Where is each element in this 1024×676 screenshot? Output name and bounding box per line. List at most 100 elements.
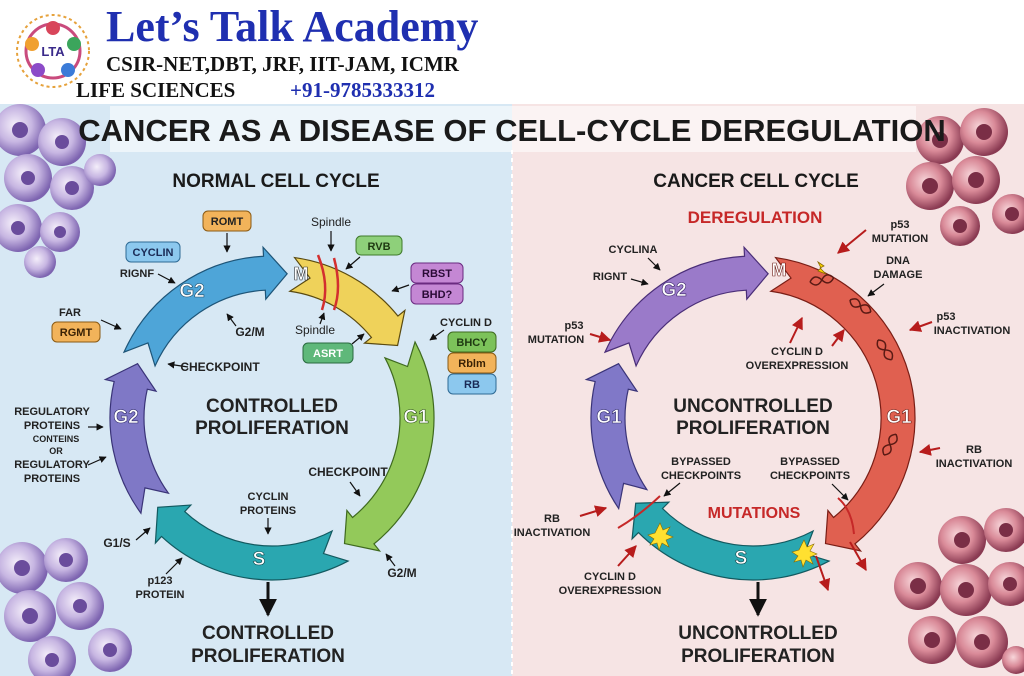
cancer-cycle-title: CANCER CELL CYCLE — [653, 171, 859, 192]
cancer-phase-m-label: M — [772, 260, 787, 280]
svg-text:PROTEINS: PROTEINS — [24, 420, 80, 432]
label-p53-mutation-top-2: MUTATION — [872, 233, 928, 245]
arrow-rbst — [391, 284, 410, 293]
normal-bottom-line-2: PROLIFERATION — [191, 646, 345, 667]
logo-emblem: LTA — [16, 14, 90, 88]
label-p53-mutation-left-2: MUTATION — [528, 334, 584, 346]
label-cyclina: CYCLINA — [609, 244, 658, 256]
svg-text:RVB: RVB — [367, 241, 390, 253]
arrow-cyclin-d-over-top-2 — [831, 329, 845, 347]
label-regulatory-proteins: REGULATORY PROTEINS CONTEINS OR REGULATO… — [14, 406, 90, 485]
arrow-g1s — [135, 527, 151, 541]
arrow-asrt — [351, 333, 365, 345]
badge-rvb: RVB — [355, 235, 403, 256]
label-rb-inactivation-right-2: INACTIVATION — [936, 458, 1013, 470]
arrow-p53-inactivation — [908, 320, 933, 332]
label-rb-inactivation-left: RB — [544, 513, 560, 525]
normal-phase-g2-top-arc — [122, 245, 288, 368]
arrow-rb-inactivation-left — [579, 505, 608, 517]
academy-logo: LTA — [10, 8, 96, 94]
arrow-rignf — [157, 273, 176, 284]
label-dna-damage: DNA — [886, 255, 910, 267]
dna-helix-icon-2 — [849, 298, 872, 314]
label-cyclin-proteins-1: CYCLIN — [248, 491, 289, 503]
normal-phase-g2-left-label: G2 — [113, 407, 138, 428]
badge-rbst: RBST — [410, 262, 464, 284]
mutation-burst-icon-1 — [647, 522, 674, 551]
cell-cluster-top-left — [0, 104, 116, 278]
label-checkpoint-right: CHECKPOINT — [308, 465, 388, 479]
badge-romt: ROMT — [202, 210, 252, 232]
label-checkpoint-left: CHECKPOINT — [180, 360, 260, 374]
badge-cyclin: CYCLIN — [125, 241, 181, 263]
cancer-phase-g2-arc — [603, 245, 769, 368]
label-bypassed-left-2: CHECKPOINTS — [661, 470, 741, 482]
arrow-rvb — [345, 256, 361, 270]
svg-text:CYCLIN: CYCLIN — [133, 247, 174, 259]
badge-bhcy: BHCY — [447, 331, 497, 353]
academy-name: Let’s Talk Academy — [106, 2, 479, 51]
title-band — [110, 106, 916, 152]
arrow-cyclin-d-over-top-1 — [789, 316, 803, 344]
arrow-far — [100, 319, 122, 330]
arrow-escape-1 — [815, 555, 831, 592]
cancer-phase-g1-left-label: G1 — [596, 407, 622, 428]
main-title: CANCER AS A DISEASE OF CELL-CYCLE DEREGU… — [78, 113, 945, 148]
cell-cycle-diagram: CANCER AS A DISEASE OF CELL-CYCLE DEREGU… — [0, 104, 1024, 676]
badge-rgmt: RGMT — [51, 321, 101, 343]
normal-cycle-ring — [103, 245, 435, 581]
label-cyclin-proteins-2: PROTEINS — [240, 505, 296, 517]
label-rb-inactivation-left-2: INACTIVATION — [514, 527, 591, 539]
cancer-phase-s-label: S — [735, 548, 748, 569]
spindle-line-2 — [332, 257, 340, 311]
label-spindle-bottom: Spindle — [295, 323, 335, 337]
svg-text:RB: RB — [464, 379, 480, 391]
normal-cycle-title: NORMAL CELL CYCLE — [172, 171, 379, 192]
phone-number: +91-9785333312 — [290, 78, 435, 102]
normal-center-line-2: PROLIFERATION — [195, 418, 349, 439]
mutation-burst-icon-2 — [791, 539, 818, 568]
header: LTA Let’s Talk Academy CSIR-NET,DBT, JRF… — [0, 0, 1024, 104]
svg-text:PROTEINS: PROTEINS — [24, 473, 80, 485]
arrow-checkpoint-left — [167, 361, 189, 369]
label-p53-mutation-left: p53 — [565, 320, 584, 332]
arrow-regulatory-2 — [87, 456, 107, 466]
svg-text:REGULATORY: REGULATORY — [14, 459, 90, 471]
svg-text:BHD?: BHD? — [422, 289, 453, 301]
label-dna-damage-2: DAMAGE — [874, 269, 923, 281]
cancer-center-line-2: PROLIFERATION — [676, 418, 830, 439]
deregulation-label: DEREGULATION — [688, 208, 823, 227]
label-p53-inactivation: p53 — [937, 311, 956, 323]
arrow-rignt — [630, 278, 649, 286]
label-cyclin-d-over-top: CYCLIN D — [771, 346, 823, 358]
cell-cluster-bottom-left — [0, 538, 132, 676]
normal-phase-g2-top-label: G2 — [179, 281, 204, 302]
cancer-cycle-ring — [584, 245, 916, 581]
mutations-label: MUTATIONS — [708, 505, 801, 522]
normal-bottom-line-1: CONTROLLED — [202, 623, 334, 644]
badge-rblm: Rblm — [447, 352, 497, 374]
normal-phase-g1-arc — [343, 340, 435, 552]
normal-phase-s-label: S — [253, 549, 266, 570]
cancer-phase-s-arc — [631, 501, 831, 581]
svg-text:Rblm: Rblm — [458, 358, 486, 370]
arrow-rb-inactivation-right — [918, 443, 941, 456]
label-g2m-bottom: G2/M — [387, 566, 416, 580]
subject-label: LIFE SCIENCES — [76, 78, 236, 102]
bypass-cut-right — [837, 497, 855, 535]
arrow-g2m-top — [226, 313, 237, 327]
label-bypassed-right: BYPASSED — [780, 456, 840, 468]
arrow-p53-mutation-top — [837, 229, 867, 254]
arrow-bypassed-left — [663, 482, 681, 497]
arrow-cyclin-d — [429, 329, 445, 341]
arrow-cyclin-d-over-bottom — [617, 545, 637, 567]
dna-helix-icon-3 — [876, 339, 894, 361]
cancer-phase-g2-label: G2 — [661, 280, 686, 301]
dna-helix-icon-1 — [809, 274, 835, 286]
arrow-spindle-bottom — [318, 312, 326, 325]
cell-cluster-bottom-right — [894, 508, 1024, 674]
svg-text:RBST: RBST — [422, 268, 452, 280]
arrow-dna-damage — [867, 283, 885, 297]
normal-phase-m-label: M — [294, 264, 309, 284]
cancer-center-line-1: UNCONTROLLED — [673, 396, 832, 417]
